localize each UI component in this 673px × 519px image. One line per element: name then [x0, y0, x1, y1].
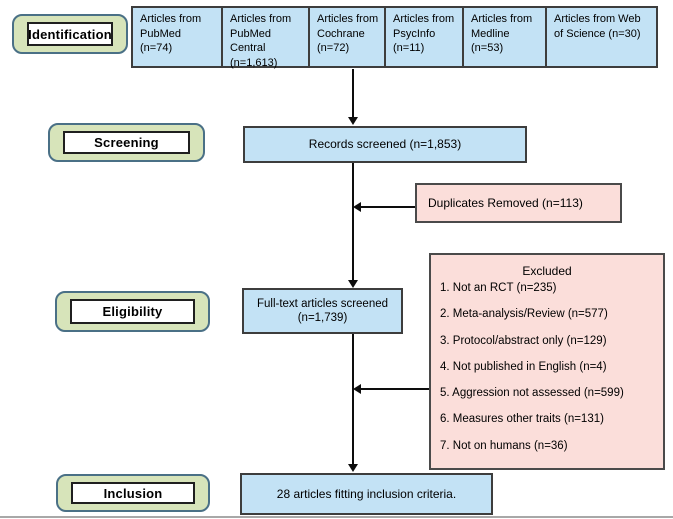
- fulltext-screened-box: Full-text articles screened (n=1,739): [242, 288, 403, 334]
- excluded-title: Excluded: [522, 264, 572, 278]
- included-box: 28 articles fitting inclusion criteria.: [240, 473, 493, 515]
- excluded-item: 1. Not an RCT (n=235): [440, 282, 557, 294]
- source-row: Articles from PubMed (n=74) Articles fro…: [131, 6, 658, 69]
- arrow-duplicates-head: [353, 202, 361, 212]
- excluded-item: 5. Aggression not assessed (n=599): [440, 387, 624, 400]
- arrow-duplicates-line: [360, 206, 415, 208]
- excluded-item: 7. Not on humans (n=36): [440, 439, 568, 452]
- arrow-fulltext-to-included-head: [348, 464, 358, 472]
- stage-screening: Screening: [48, 123, 205, 162]
- arrow-fulltext-to-included-line: [352, 334, 354, 464]
- arrow-excluded-line: [360, 388, 429, 390]
- records-screened-box: Records screened (n=1,853): [243, 126, 527, 163]
- figure-bottom-rule: [0, 516, 673, 518]
- excluded-item: 3. Protocol/abstract only (n=129): [440, 334, 607, 347]
- arrow-sources-to-screened-line: [352, 69, 354, 117]
- stage-inclusion-label: Inclusion: [71, 482, 195, 504]
- source-box-pubmed-central: Articles from PubMed Central (n=1,613): [221, 6, 310, 69]
- fulltext-line2: (n=1,739): [297, 312, 348, 324]
- excluded-list: 1. Not an RCT (n=235) 2. Meta-analysis/R…: [431, 282, 663, 454]
- source-box-medline: Articles from Medline (n=53): [462, 6, 547, 68]
- source-box-psycinfo: Articles from PsycInfo (n=11): [384, 6, 464, 68]
- arrow-excluded-head: [353, 384, 361, 394]
- fulltext-line1: Full-text articles screened: [256, 297, 389, 310]
- arrow-screened-to-fulltext-line: [352, 163, 354, 280]
- stage-identification: Identification: [12, 14, 128, 54]
- stage-identification-label: Identification: [27, 22, 113, 46]
- stage-inclusion: Inclusion: [56, 474, 210, 512]
- stage-eligibility: Eligibility: [55, 291, 210, 332]
- excluded-item: 4. Not published in English (n=4): [440, 360, 607, 373]
- duplicates-removed-box: Duplicates Removed (n=113): [415, 183, 622, 223]
- stage-eligibility-label: Eligibility: [70, 299, 195, 324]
- arrow-sources-to-screened-head: [348, 117, 358, 125]
- excluded-item: 2. Meta-analysis/Review (n=577): [440, 308, 608, 321]
- stage-screening-label: Screening: [63, 131, 190, 154]
- excluded-box: Excluded 1. Not an RCT (n=235) 2. Meta-a…: [429, 253, 665, 470]
- source-box-web-of-science: Articles from Web of Science (n=30): [545, 6, 658, 68]
- source-box-cochrane: Articles from Cochrane (n=72): [308, 6, 386, 68]
- arrow-screened-to-fulltext-head: [348, 280, 358, 288]
- source-box-pubmed: Articles from PubMed (n=74): [131, 6, 223, 68]
- excluded-item: 6. Measures other traits (n=131): [440, 413, 604, 426]
